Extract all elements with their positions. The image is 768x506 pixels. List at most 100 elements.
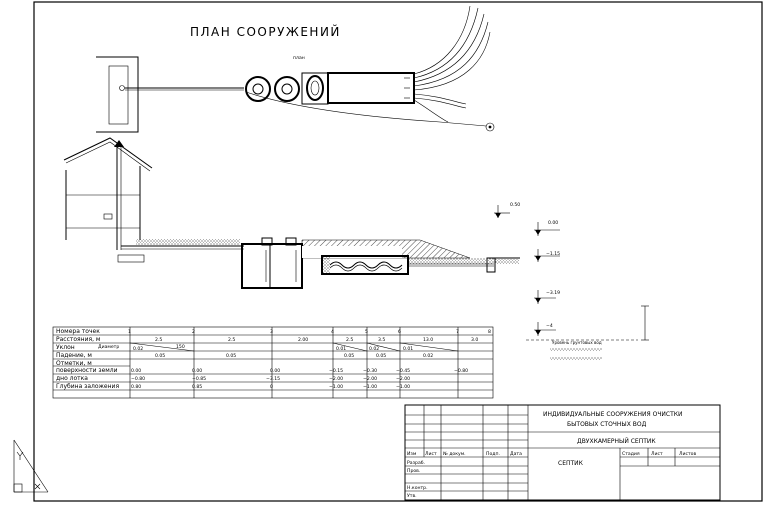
vent-arrow-icon [114, 140, 124, 147]
tray-mark: −2.00 [329, 376, 343, 382]
header-izm: Изм [407, 451, 417, 457]
fall-value: 0.05 [344, 353, 354, 359]
point-number: 3 [270, 329, 273, 335]
point-number: 2 [192, 329, 195, 335]
ground-mark: −0.30 [363, 368, 377, 374]
tray-mark: −0.85 [192, 376, 206, 382]
distance-value: 13.0 [423, 337, 433, 343]
ground-soil [136, 239, 240, 245]
point-number: 6 [398, 329, 401, 335]
role-label: Н.контр. [407, 485, 428, 491]
elevation-marks: 0.50 0.00 −1.15 −3.19 −4 Уровень грунтов… [494, 202, 649, 360]
sheet-title: ПЛАН СООРУЖЕНИЙ [190, 24, 341, 39]
row-label: Номера точек [56, 328, 100, 335]
elevation-label: −3.19 [546, 290, 560, 296]
septic-chamber-2 [274, 76, 300, 102]
sheets-label: Листов [679, 451, 696, 457]
slope-value: 0.02 [369, 346, 379, 352]
point-number: 4 [331, 329, 334, 335]
drain-outlet-icon [485, 122, 495, 132]
title-block: ИНДИВИДУАЛЬНЫЕ СООРУЖЕНИЯ ОЧИСТКИ БЫТОВЫ… [404, 404, 721, 501]
house-outlet-icon [119, 85, 125, 91]
distance-value: 2.00 [298, 337, 308, 343]
depth-value: −1.00 [329, 384, 343, 390]
ground-mark: 0.00 [270, 368, 280, 374]
ground-mark: 0.00 [131, 368, 141, 374]
ground-mark: −0.15 [329, 368, 343, 374]
fall-value: 0.02 [423, 353, 433, 359]
drain-line [413, 5, 471, 75]
house-plan-outline [96, 56, 139, 133]
tray-mark: −3.15 [266, 376, 280, 382]
row-label: дно лотка [56, 375, 88, 382]
toilet-fixture-icon [103, 213, 113, 220]
header-sign: Подп. [486, 451, 500, 457]
house-plan-room [108, 65, 129, 125]
tray-mark: −2.00 [396, 376, 410, 382]
section-view [63, 137, 520, 289]
septic-tank-section [241, 243, 303, 289]
drain-pipe-wave [329, 261, 403, 269]
stage-label: Стадия [622, 451, 640, 457]
ucs-axes-icon [13, 439, 49, 493]
sheet-label: Лист [651, 451, 663, 457]
depth-value: −1.00 [363, 384, 377, 390]
elevation-label: 0.50 [510, 202, 520, 208]
project-title-line1: ИНДИВИДУАЛЬНЫЕ СООРУЖЕНИЯ ОЧИСТКИ [543, 411, 683, 418]
row-label: Расстояния, м [56, 336, 100, 343]
tray-mark: −2.00 [363, 376, 377, 382]
role-label: Пров. [407, 468, 420, 474]
header-list: Лист [425, 451, 437, 457]
sheet-name: СЕПТИК [558, 460, 584, 467]
depth-value: 0.85 [192, 384, 202, 390]
row-label: Падение, м [56, 352, 92, 359]
filtration-trench [327, 72, 415, 104]
house-roof [63, 137, 153, 169]
elevation-label: −1.15 [546, 251, 560, 257]
outlet-well [486, 257, 496, 273]
distance-value: 3.0 [471, 337, 478, 343]
ground-mark: −0.45 [396, 368, 410, 374]
depth-value: 0 [270, 384, 273, 390]
distance-value: 2.5 [155, 337, 162, 343]
distance-value: 3.5 [378, 337, 385, 343]
septic-chamber-1 [245, 76, 271, 102]
profile-table: Номера точек Расстояния, м Уклон Диаметр… [52, 326, 494, 399]
point-number: 8 [488, 329, 491, 335]
header-date: Дата [510, 451, 522, 457]
slope-value: 0.01 [403, 346, 413, 352]
row-label: Глубина заложения [56, 383, 119, 390]
plan-view [96, 5, 495, 133]
ground-mark: 0.00 [192, 368, 202, 374]
project-title-line2: БЫТОВЫХ СТОЧНЫХ ВОД [567, 421, 647, 428]
depth-value: 0.80 [131, 384, 141, 390]
fall-value: 0.05 [226, 353, 236, 359]
tray-mark: −0.80 [131, 376, 145, 382]
fall-value: 0.05 [376, 353, 386, 359]
vent-line [245, 91, 487, 127]
point-number: 5 [365, 329, 368, 335]
depth-value: −1.00 [396, 384, 410, 390]
groundwater-hatch [550, 348, 602, 360]
row-label: Отметки, м [56, 360, 92, 367]
distance-value: 2.5 [346, 337, 353, 343]
ground-mark: −0.80 [454, 368, 468, 374]
diameter-label: Диаметр [98, 344, 119, 350]
point-number: 1 [128, 329, 131, 335]
plan-label: план [293, 56, 305, 61]
row-label: Уклон [56, 344, 75, 351]
elevation-label: −4 [546, 323, 553, 329]
slope-value: 0.01 [336, 346, 346, 352]
drawing-name: ДВУХКАМЕРНЫЙ СЕПТИК [577, 438, 656, 445]
groundwater-label: Уровень грунтовых вод [552, 340, 602, 345]
point-number: 7 [456, 329, 459, 335]
role-label: Утв. [407, 493, 417, 499]
fall-value: 0.05 [155, 353, 165, 359]
sheet-frame [33, 1, 763, 502]
row-label: поверхности земли [56, 367, 118, 374]
slope-value: 0.02 [133, 346, 143, 352]
elevation-label: 0.00 [548, 220, 558, 226]
diameter-value: 150 [176, 344, 185, 350]
distance-value: 2.5 [228, 337, 235, 343]
